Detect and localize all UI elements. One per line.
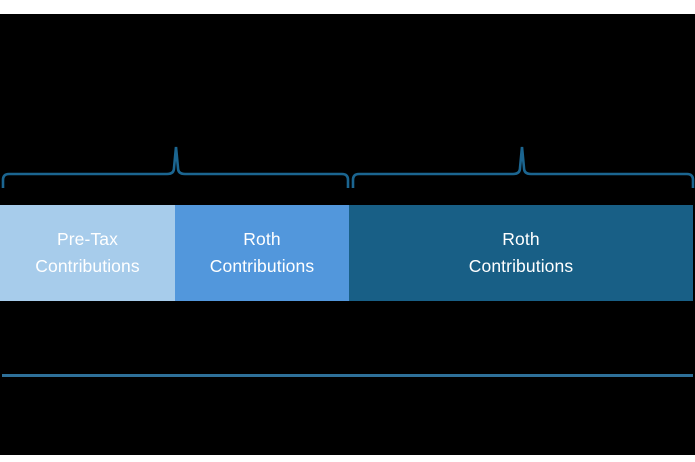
bracket-group xyxy=(0,140,695,210)
bar-segment-label: Pre-Tax Contributions xyxy=(35,229,140,276)
bottom-divider-rule xyxy=(2,374,693,377)
left-bracket-icon xyxy=(1,146,350,188)
bar-segment-label: Roth Contributions xyxy=(468,229,574,276)
bar-segment-roth-contributions-dark[interactable]: Roth Contributions xyxy=(349,205,693,301)
bracket-svg xyxy=(1,146,695,188)
bar-segment-roth-contributions-mid[interactable]: Roth Contributions xyxy=(175,205,349,301)
right-bracket-icon xyxy=(351,146,695,188)
contribution-bar: Pre-Tax Contributions Roth Contributions… xyxy=(0,205,693,301)
bar-segment-pre-tax-contributions[interactable]: Pre-Tax Contributions xyxy=(0,205,175,301)
bar-segment-label: Roth Contributions xyxy=(209,229,315,276)
